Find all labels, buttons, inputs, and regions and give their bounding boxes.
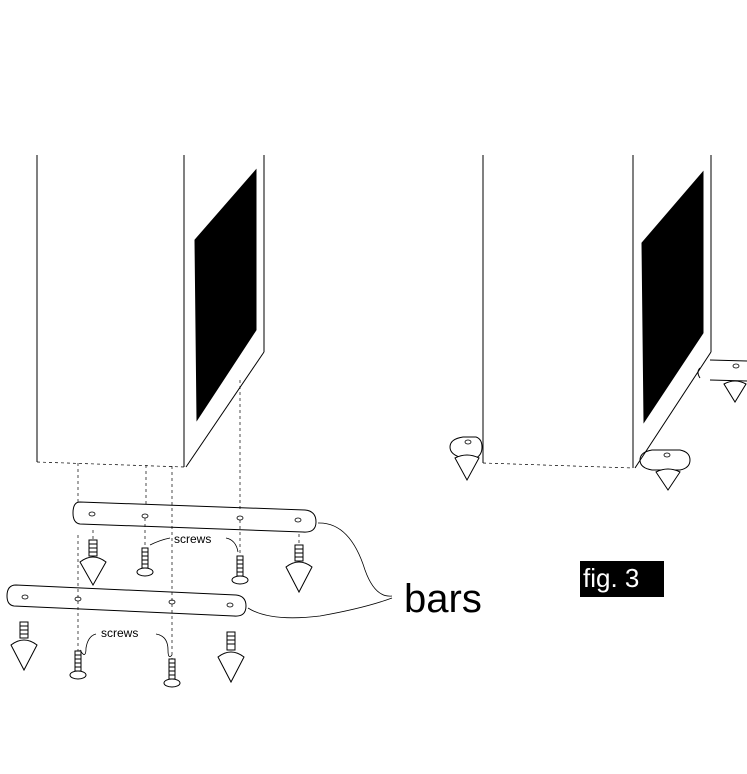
upper-bar (72, 501, 317, 533)
lower-bar (6, 584, 247, 617)
figure-label: fig. 3 (583, 563, 639, 593)
left-speaker-grille (194, 168, 257, 422)
left-alignment-lines (77, 380, 241, 660)
right-bar-back (697, 359, 747, 403)
figure-label-background (580, 561, 664, 597)
spike-3 (10, 621, 38, 672)
right-speaker-grille (641, 170, 704, 424)
bars-label: bars (404, 577, 482, 621)
screw-1 (136, 518, 154, 577)
screw-4 (163, 658, 181, 688)
screws-leaders (79, 537, 239, 658)
right-bar-front (639, 449, 691, 491)
spike-1 (79, 530, 107, 587)
screws-label-lower: screws (101, 626, 138, 640)
spike-4 (217, 631, 245, 684)
right-bar-left (449, 436, 483, 482)
right-speaker-cabinet (482, 155, 712, 469)
spike-2 (285, 534, 313, 594)
screw-2 (231, 520, 249, 585)
bars-leaders (247, 522, 393, 619)
screw-3 (69, 650, 87, 680)
left-speaker-cabinet (36, 155, 265, 468)
screws-label-upper: screws (174, 532, 211, 546)
